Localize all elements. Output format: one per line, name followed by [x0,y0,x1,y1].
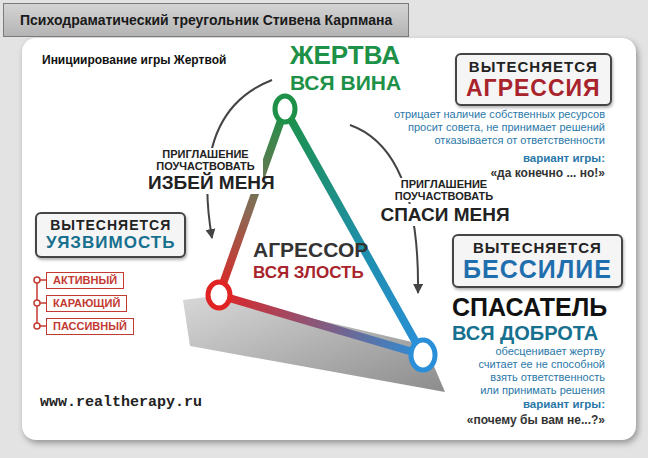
node-subheading: ВСЯ ЗЛОСТЬ [253,262,368,283]
node-heading: СПАСАТЕЛЬ [452,293,607,321]
node-subheading: БЕССИЛИЕ [463,256,612,283]
aggressor-vertex: АГРЕССОРВСЯ ЗЛОСТЬ [205,238,368,311]
game-variant-label: вариант игры: [480,398,605,410]
victim-vertex: ЖЕРТВАВСЯ ВИНА [272,40,401,125]
triangle-side [285,109,423,355]
suppressed-box: ВЫТЕСНЯЕТСЯУЯЗВИМОСТЬ [35,212,186,258]
description-text: отрицает наличие собственных ресурсов пр… [380,108,605,147]
type-tag: КАРАЮЩИЙ [46,295,127,312]
invitation-label: ПРИГЛАШЕНИЕ ПОУЧАСТВОВАТЬ [378,178,510,202]
edge-label: ИЗБЕЙ МЕНЯ [148,172,263,194]
node-subheading: АГРЕССИЯ [466,75,601,101]
node-heading: ВЫТЕСНЯЕТСЯ [463,239,612,256]
subtitle-label: Инициирование игры Жертвой [42,53,226,67]
vertex-ring [205,279,233,311]
edge-label: СПАСИ МЕНЯ [375,204,515,226]
description-text: обесценивает жертву считает ее не способ… [473,345,605,397]
suppressed-box: ВЫТЕСНЯЕТСЯАГРЕССИЯ [455,53,612,106]
node-subheading: ВСЯ ВИНА [290,70,401,95]
title-text: Психодраматический треугольник Стивена К… [20,12,392,28]
invitation-label: ПРИГЛАШЕНИЕ ПОУЧАСТВОВАТЬ [148,148,263,172]
node-heading: ЖЕРТВА [290,40,401,70]
node-subheading: ВСЯ ДОБРОТА [452,321,607,345]
node-heading: АГРЕССОР [253,238,368,262]
node-heading: ПАССИВНЫЙ [53,320,127,333]
game-variant-label: вариант игры: [480,152,605,164]
node-heading: ВЫТЕСНЯЕТСЯ [46,217,175,233]
vertex-ring [272,93,298,125]
game-variant-text: «почему бы вам не...?» [420,413,605,427]
type-tag: ПАССИВНЫЙ [46,318,134,335]
node-subheading: УЯЗВИМОСТЬ [46,233,175,253]
shadow-wedge [183,296,445,392]
node-heading: КАРАЮЩИЙ [53,297,120,310]
vertex-ring [408,337,438,373]
suppressed-box: ВЫТЕСНЯЕТСЯБЕССИЛИЕ [452,234,623,288]
title-bar: Психодраматический треугольник Стивена К… [3,3,409,37]
node-heading: ВЫТЕСНЯЕТСЯ [466,58,601,75]
node-heading: АКТИВНЫЙ [53,274,117,287]
type-tag: АКТИВНЫЙ [46,272,124,289]
game-variant-text: «да конечно ... но!» [440,166,605,180]
tag-markers [34,277,46,329]
website-url: www.realtherapy.ru [40,394,202,411]
